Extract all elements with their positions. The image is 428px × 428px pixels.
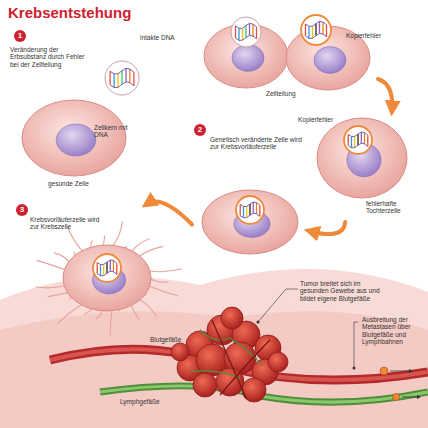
cell-label: gesunde Zelle: [48, 180, 118, 187]
process-arrow: [310, 222, 345, 234]
process-arrow: [147, 202, 192, 225]
callout-number: 2: [194, 124, 206, 136]
cell-node: fehlerhafte Tochterzelle: [314, 110, 418, 222]
annotation-label: Blutgefäße: [150, 336, 200, 343]
annotation-label: Lymphgefäße: [120, 398, 180, 405]
cell-node: Zellteilung: [198, 10, 378, 102]
annotation-label: Kopierfehler: [346, 32, 396, 39]
cell-node: 2Genetisch veränderte Zelle wird zur Kre…: [192, 124, 310, 258]
annotation-label: Zellkern mit DNA: [94, 124, 128, 139]
cell-node: gesunde Zelle: [18, 92, 130, 194]
cell-label: Zellteilung: [266, 90, 326, 97]
diagram-title: Krebsentstehung: [8, 4, 131, 21]
cell-label: Krebsvorläuferzelle wird zur Krebszelle: [30, 216, 102, 231]
annotation-label: Veränderung der Erbsubstanz durch Fehler…: [10, 46, 88, 68]
cell-shape: [18, 92, 130, 194]
annotation-label: Tumor breitet sich im gesunden Gewebe au…: [300, 280, 384, 302]
annotation-label: intakte DNA: [140, 34, 180, 41]
cell-label: fehlerhafte Tochterzelle: [366, 200, 418, 215]
callout-number: 3: [16, 204, 28, 216]
cell-label: Genetisch veränderte Zelle wird zur Kreb…: [210, 136, 308, 151]
annotation-label: Ausbreitung der Metastasen über Blutgefä…: [362, 316, 426, 346]
cell-node: 3Krebsvorläuferzelle wird zur Krebszelle: [12, 204, 192, 316]
cell-shape: [198, 10, 378, 102]
annotation-label: Kopierfehler: [298, 116, 348, 123]
callout-number: 1: [14, 30, 26, 42]
process-arrow: [378, 79, 392, 110]
